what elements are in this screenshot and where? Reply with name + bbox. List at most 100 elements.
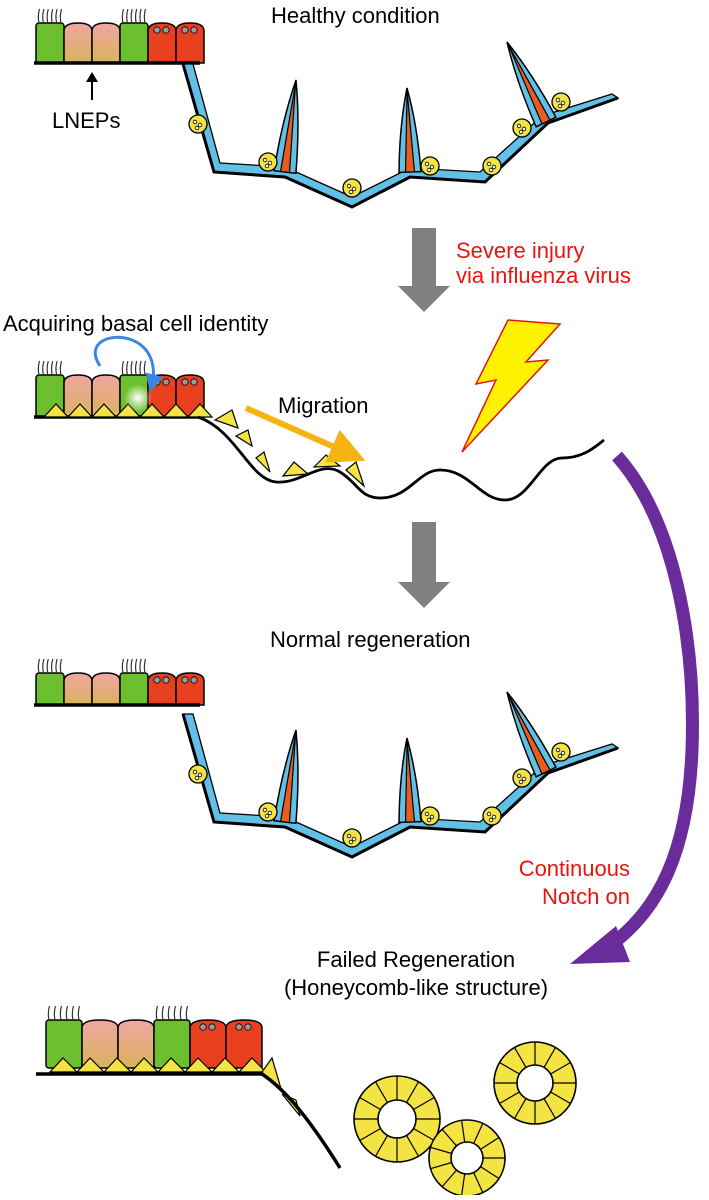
mucus-granule: [244, 1023, 252, 1031]
ciliated-cell: [35, 22, 65, 64]
lamellar-body: [346, 183, 352, 189]
cilium: [143, 8, 147, 24]
notch-arrow-shaft: [604, 451, 699, 953]
mucus-granule: [153, 26, 161, 34]
cilium: [77, 1005, 81, 1021]
migrating-basal-cell: [255, 451, 271, 473]
migrating-basal-cell: [281, 461, 310, 477]
lamellar-body: [264, 813, 270, 819]
cilium: [143, 658, 147, 674]
cilium: [50, 658, 54, 674]
lamellar-body: [351, 836, 357, 842]
lamellar-body: [516, 123, 522, 129]
lamellar-body: [486, 811, 492, 817]
cyst-cell-boundary: [499, 1061, 520, 1075]
down-arrow-icon: [398, 228, 450, 312]
lamellar-body: [555, 747, 561, 753]
mucus-granule: [199, 1023, 207, 1031]
mucus-granule: [153, 676, 161, 684]
cyst-lumen: [377, 1099, 417, 1139]
cilium: [126, 360, 129, 376]
injury-stage: [34, 319, 605, 502]
cyst-lumen: [450, 1141, 484, 1175]
cilium: [59, 658, 63, 674]
cyst-cell-boundary: [405, 1081, 420, 1103]
mucus-granule: [162, 378, 170, 386]
lamellar-body: [424, 811, 430, 817]
basal-cell: [48, 1057, 79, 1073]
ciliated-cell: [119, 672, 149, 706]
cilium: [134, 360, 138, 376]
lamellar-body: [267, 810, 273, 816]
septum-core: [279, 83, 297, 174]
cyst-cell-boundary: [441, 1169, 457, 1188]
cilium: [59, 8, 63, 24]
cilium: [55, 658, 58, 674]
cilium: [121, 8, 125, 24]
cyst-cell-boundary: [405, 1135, 420, 1157]
migrating-basal-cell: [213, 409, 239, 429]
lamellar-body: [351, 186, 357, 192]
basal-cell: [237, 1057, 268, 1073]
cilium: [42, 8, 45, 24]
septum-core: [508, 694, 551, 775]
cilium: [161, 1005, 165, 1021]
type2-alveolar-cell: [188, 764, 208, 784]
type2-alveolar-cell: [551, 92, 571, 112]
ciliated-cell: [35, 672, 65, 706]
lamellar-body: [426, 167, 432, 173]
cilium: [71, 1005, 75, 1021]
cilium: [59, 360, 63, 376]
transition-arrows: [398, 228, 699, 964]
failed-basement-membrane: [36, 1072, 342, 1169]
cyst-cell-boundary: [359, 1127, 381, 1142]
club-cell: [63, 672, 93, 706]
lamellar-body: [429, 164, 435, 170]
lamellar-body: [488, 167, 494, 173]
basal-cell: [156, 1057, 187, 1073]
cyst-cell-boundary: [480, 1136, 500, 1150]
lamellar-body: [346, 833, 352, 839]
mucus-granule: [190, 26, 198, 34]
cyst-cell-boundary: [430, 1161, 452, 1170]
lamellar-body: [348, 839, 354, 845]
lamellar-body: [521, 126, 527, 132]
type2-alveolar-cell: [551, 742, 571, 762]
cilium: [139, 658, 142, 674]
injury-label-line2: via influenza virus: [456, 263, 631, 288]
mucus-granule: [181, 26, 189, 34]
lamellar-body: [267, 160, 273, 166]
lamellar-body: [424, 161, 430, 167]
cilium: [134, 658, 138, 674]
cilium: [134, 8, 138, 24]
cyst-cell-boundary: [413, 1127, 435, 1142]
cyst-cell-boundary: [543, 1047, 557, 1068]
normal-regeneration-title: Normal regeneration: [270, 627, 471, 652]
lamellar-body: [262, 157, 268, 163]
lamellar-body: [194, 125, 200, 131]
basal-cell: [162, 403, 190, 418]
goblet-cell: [175, 22, 205, 64]
lamellar-body: [518, 779, 524, 785]
cilium: [130, 658, 133, 674]
cyst-cell-boundary: [543, 1098, 557, 1119]
normal-regeneration-stage: [34, 658, 620, 859]
ciliated-cell: [119, 22, 149, 64]
mucus-granule: [190, 676, 198, 684]
cilium: [130, 360, 133, 376]
cilium: [139, 360, 142, 376]
lamellar-body: [197, 122, 203, 128]
club-cell: [63, 22, 93, 64]
cilium: [37, 360, 41, 376]
club-cell: [91, 22, 121, 64]
type2-alveolar-cell: [512, 118, 532, 138]
lamellar-body: [192, 119, 198, 125]
lightning-icon: [461, 319, 562, 453]
cyst-cell-boundary: [460, 1173, 466, 1196]
transitioning-cell-glow: [124, 384, 152, 412]
cilium: [53, 1005, 57, 1021]
cilium: [47, 1005, 51, 1021]
cyst-cell-boundary: [441, 1128, 457, 1147]
failed-regeneration-stage: [36, 1005, 577, 1197]
